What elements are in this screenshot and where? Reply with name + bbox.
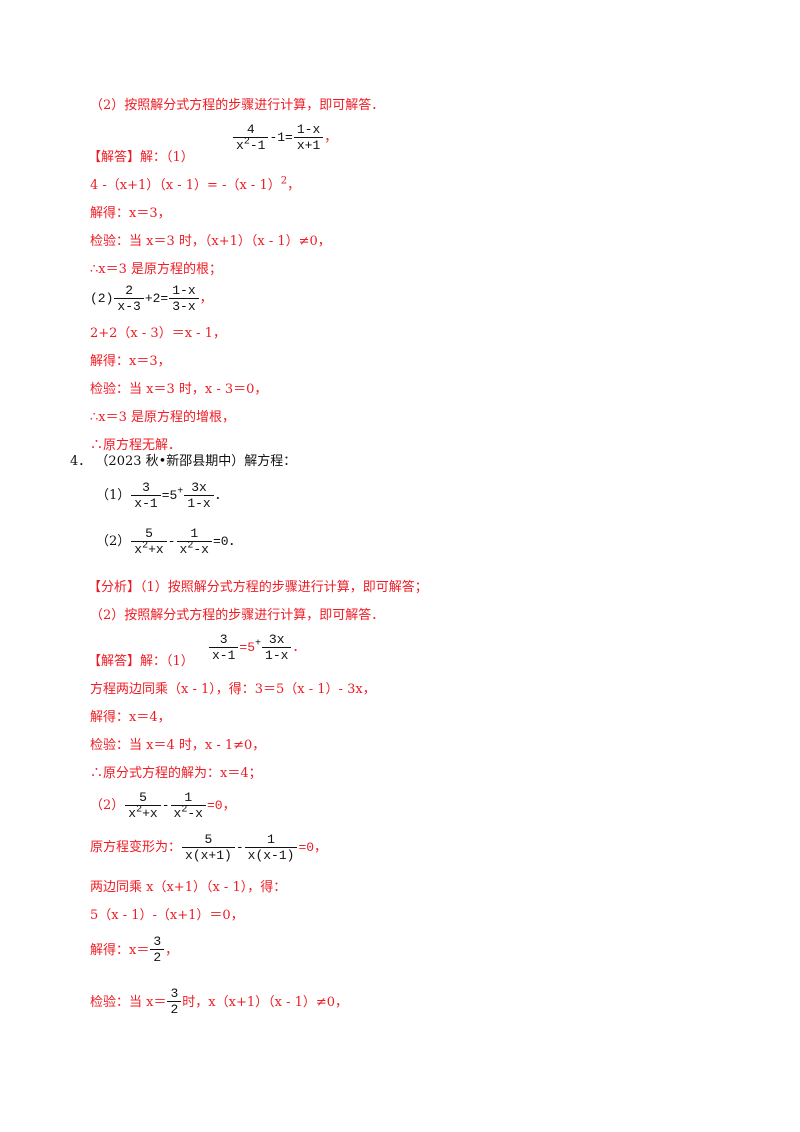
- solve1: 解得：x＝3，: [90, 206, 171, 221]
- analysis-label: 【分析】: [88, 580, 141, 595]
- a1-solve: 解得：x＝4，: [90, 710, 171, 725]
- eq1-mid: -1=: [269, 129, 293, 145]
- conclusion1: ∴x＝3 是原方程的根；: [90, 262, 223, 277]
- problem-source: （2023 秋•新邵县期中）解方程：: [95, 454, 297, 469]
- problem-number: 4．: [70, 454, 92, 469]
- a2-multiply: 两边同乘 x（x+1）（x - 1），得：: [90, 880, 287, 895]
- eq1-rnum: 1-x: [293, 122, 324, 138]
- analysis-line-1: 【分析】（1）按照解分式方程的步骤进行计算，即可解答；: [88, 580, 428, 595]
- answer-line-1: 【解答】解：（1）: [88, 150, 194, 166]
- check2: 检验：当 x＝3 时，x - 3＝0，: [90, 382, 268, 397]
- conclusion2a: ∴x＝3 是原方程的增根，: [90, 410, 236, 425]
- answer-line-p4: 【解答】解：（1）: [88, 654, 194, 669]
- eq1-numerator: 4: [233, 122, 269, 138]
- a1-conclusion: ∴原分式方程的解为：x＝4；: [90, 766, 262, 781]
- problem-4-heading: 4． （2023 秋•新邵县期中）解方程：: [70, 454, 296, 470]
- answer-intro: 解：（1）: [140, 150, 194, 165]
- a1-check: 检验：当 x＝4 时，x - 1≠0，: [90, 738, 266, 753]
- answer-label-p4: 【解答】: [88, 654, 141, 669]
- a2-step: 5（x - 1）-（x+1）＝0，: [90, 908, 244, 923]
- part2-label: (2): [90, 290, 114, 306]
- solve2: 解得：x＝3，: [90, 354, 171, 369]
- analysis-part2: （2）按照解分式方程的步骤进行计算，即可解答．: [90, 98, 385, 113]
- step1: 4 -（x+1）（x - 1）= -（x - 1）2，: [90, 175, 301, 193]
- step2: 2+2（x - 3）＝x - 1，: [90, 326, 226, 341]
- check1: 检验：当 x＝3 时，（x+1）（x - 1）≠0，: [90, 234, 331, 249]
- a1-step: 方程两边同乘（x - 1），得：3＝5（x - 1）- 3x，: [90, 682, 376, 697]
- conclusion2b: ∴原方程无解．: [90, 438, 182, 453]
- eq1-denominator: x2-1: [236, 136, 266, 153]
- analysis-line-2: （2）按照解分式方程的步骤进行计算，即可解答．: [90, 608, 385, 623]
- eq1-rden: x+1: [296, 138, 321, 153]
- answer-label: 【解答】: [88, 150, 141, 165]
